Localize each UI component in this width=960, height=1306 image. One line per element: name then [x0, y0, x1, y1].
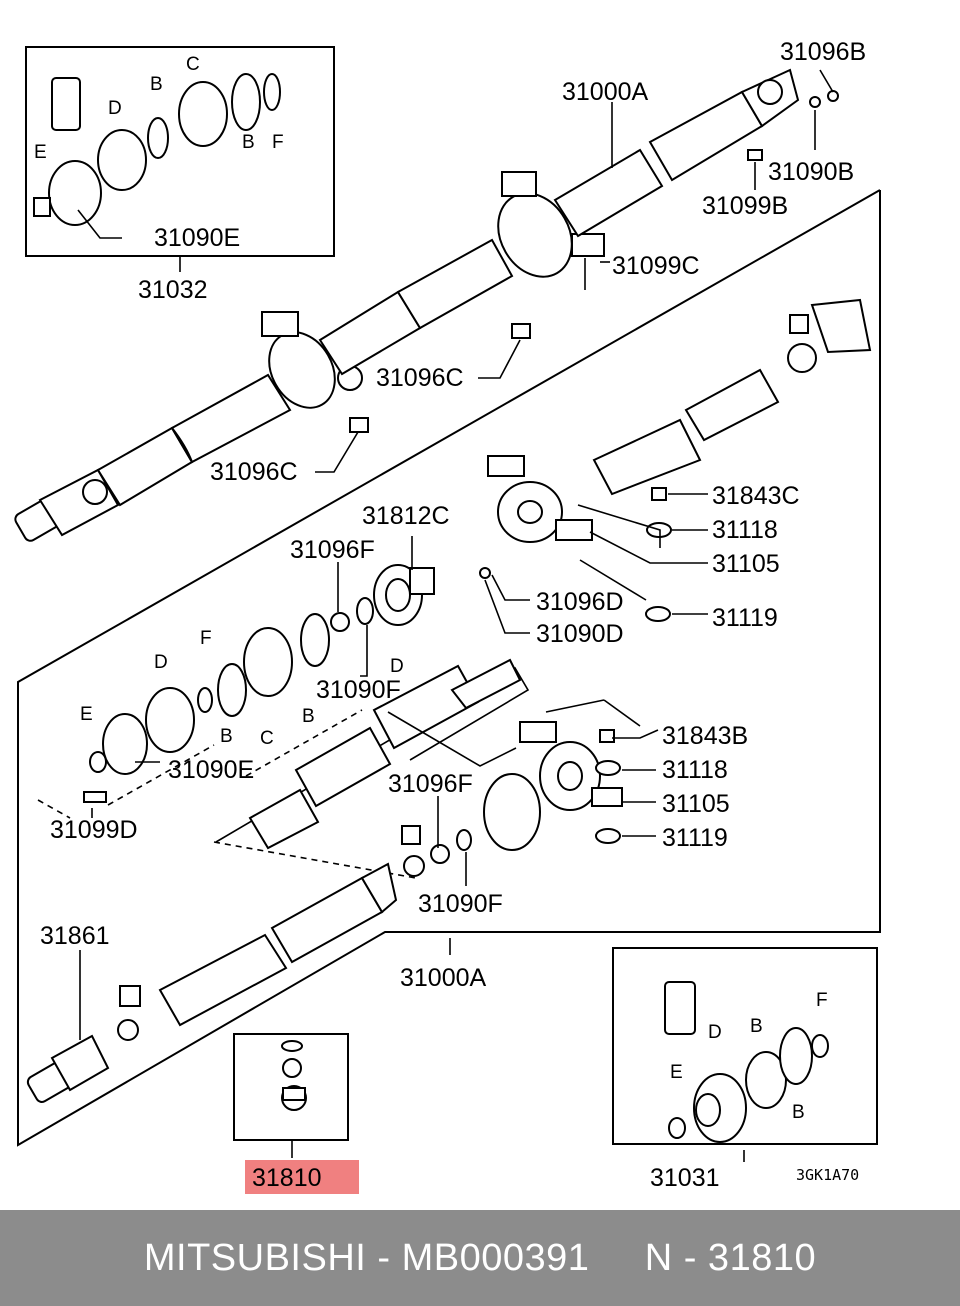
- label-31031: 31031: [650, 1164, 720, 1192]
- label-31105-a: 31105: [712, 550, 780, 578]
- diagram-code: 3GK1A70: [796, 1166, 859, 1184]
- leader-lines: [77, 69, 834, 1162]
- label-31090E-top: 31090E: [154, 224, 240, 252]
- letter-tl-D: D: [108, 98, 122, 119]
- letter-tl-F: F: [272, 132, 284, 153]
- label-31119-b: 31119: [662, 824, 728, 852]
- label-31843C: 31843C: [712, 482, 800, 510]
- label-31096D: 31096D: [536, 588, 624, 616]
- label-31861: 31861: [40, 922, 110, 950]
- label-31096F-b: 31096F: [388, 770, 473, 798]
- letter-m-B1: B: [302, 706, 315, 727]
- upper-shaft-assembly: [14, 68, 839, 542]
- letter-br-F: F: [816, 990, 828, 1011]
- label-31105-b: 31105: [662, 790, 730, 818]
- footer-bar: MITSUBISHI - MB000391 N - 31810: [0, 1210, 960, 1306]
- footer-spacer: [589, 1237, 644, 1280]
- label-31843B: 31843B: [662, 722, 748, 750]
- letter-br-B1: B: [750, 1016, 763, 1037]
- label-31096C-b: 31096C: [210, 458, 298, 486]
- label-31090D: 31090D: [536, 620, 624, 648]
- letter-tl-E: E: [34, 142, 47, 163]
- letter-m-F: F: [200, 628, 212, 649]
- label-31099D: 31099D: [50, 816, 138, 844]
- label-31000A-bottom: 31000A: [400, 964, 487, 992]
- label-31096B: 31096B: [780, 38, 866, 66]
- label-31032: 31032: [138, 276, 208, 304]
- letter-m-C: C: [260, 728, 274, 749]
- label-31118-b: 31118: [662, 756, 728, 784]
- letter-m-D2: D: [390, 656, 404, 677]
- letter-m-E: E: [80, 704, 93, 725]
- label-31119-a: 31119: [712, 604, 778, 632]
- lower-shaft-assembly: [26, 862, 398, 1111]
- kit-31032-parts: [33, 73, 281, 226]
- label-31099B: 31099B: [702, 192, 788, 220]
- kit-31031-parts: [664, 981, 829, 1143]
- letter-tl-C: C: [186, 54, 200, 75]
- lower-assembly-frame: [17, 189, 881, 1147]
- letter-br-E: E: [670, 1062, 683, 1083]
- kit-box-31031: [612, 947, 878, 1145]
- label-31099C: 31099C: [612, 252, 700, 280]
- label-31000A-top: 31000A: [562, 78, 649, 106]
- label-31090F-b: 31090F: [418, 890, 503, 918]
- label-31118-a: 31118: [712, 516, 778, 544]
- part-labels: 31096B 31000A 31090B 31099B 31099C 31090…: [40, 38, 866, 1192]
- label-31810: 31810: [252, 1164, 322, 1192]
- letter-tl-B1: B: [150, 74, 163, 95]
- letter-br-D: D: [708, 1022, 722, 1043]
- label-31090B: 31090B: [768, 158, 854, 186]
- label-31096F-a: 31096F: [290, 536, 375, 564]
- letter-br-B2: B: [792, 1102, 805, 1123]
- label-31090F-a: 31090F: [316, 676, 401, 704]
- letter-callouts: C B D B F E F D D E B B C F B D E B: [34, 54, 828, 1123]
- footer-brand-part: MITSUBISHI - MB000391: [143, 1236, 590, 1279]
- letter-m-D1: D: [154, 652, 168, 673]
- kit-box-31810: [233, 1033, 349, 1141]
- footer-ref: N - 31810: [644, 1236, 817, 1279]
- letter-m-B2: B: [220, 726, 233, 747]
- letter-tl-B2: B: [242, 132, 255, 153]
- label-31812C: 31812C: [362, 502, 450, 530]
- target-part-highlight: [245, 1160, 359, 1194]
- label-31096C-a: 31096C: [376, 364, 464, 392]
- propeller-shaft-exploded-diagram: 31096B 31000A 31090B 31099B 31099C 31090…: [14, 38, 881, 1194]
- label-31090E-mid: 31090E: [168, 756, 254, 784]
- middle-shaft-parts: [37, 298, 872, 879]
